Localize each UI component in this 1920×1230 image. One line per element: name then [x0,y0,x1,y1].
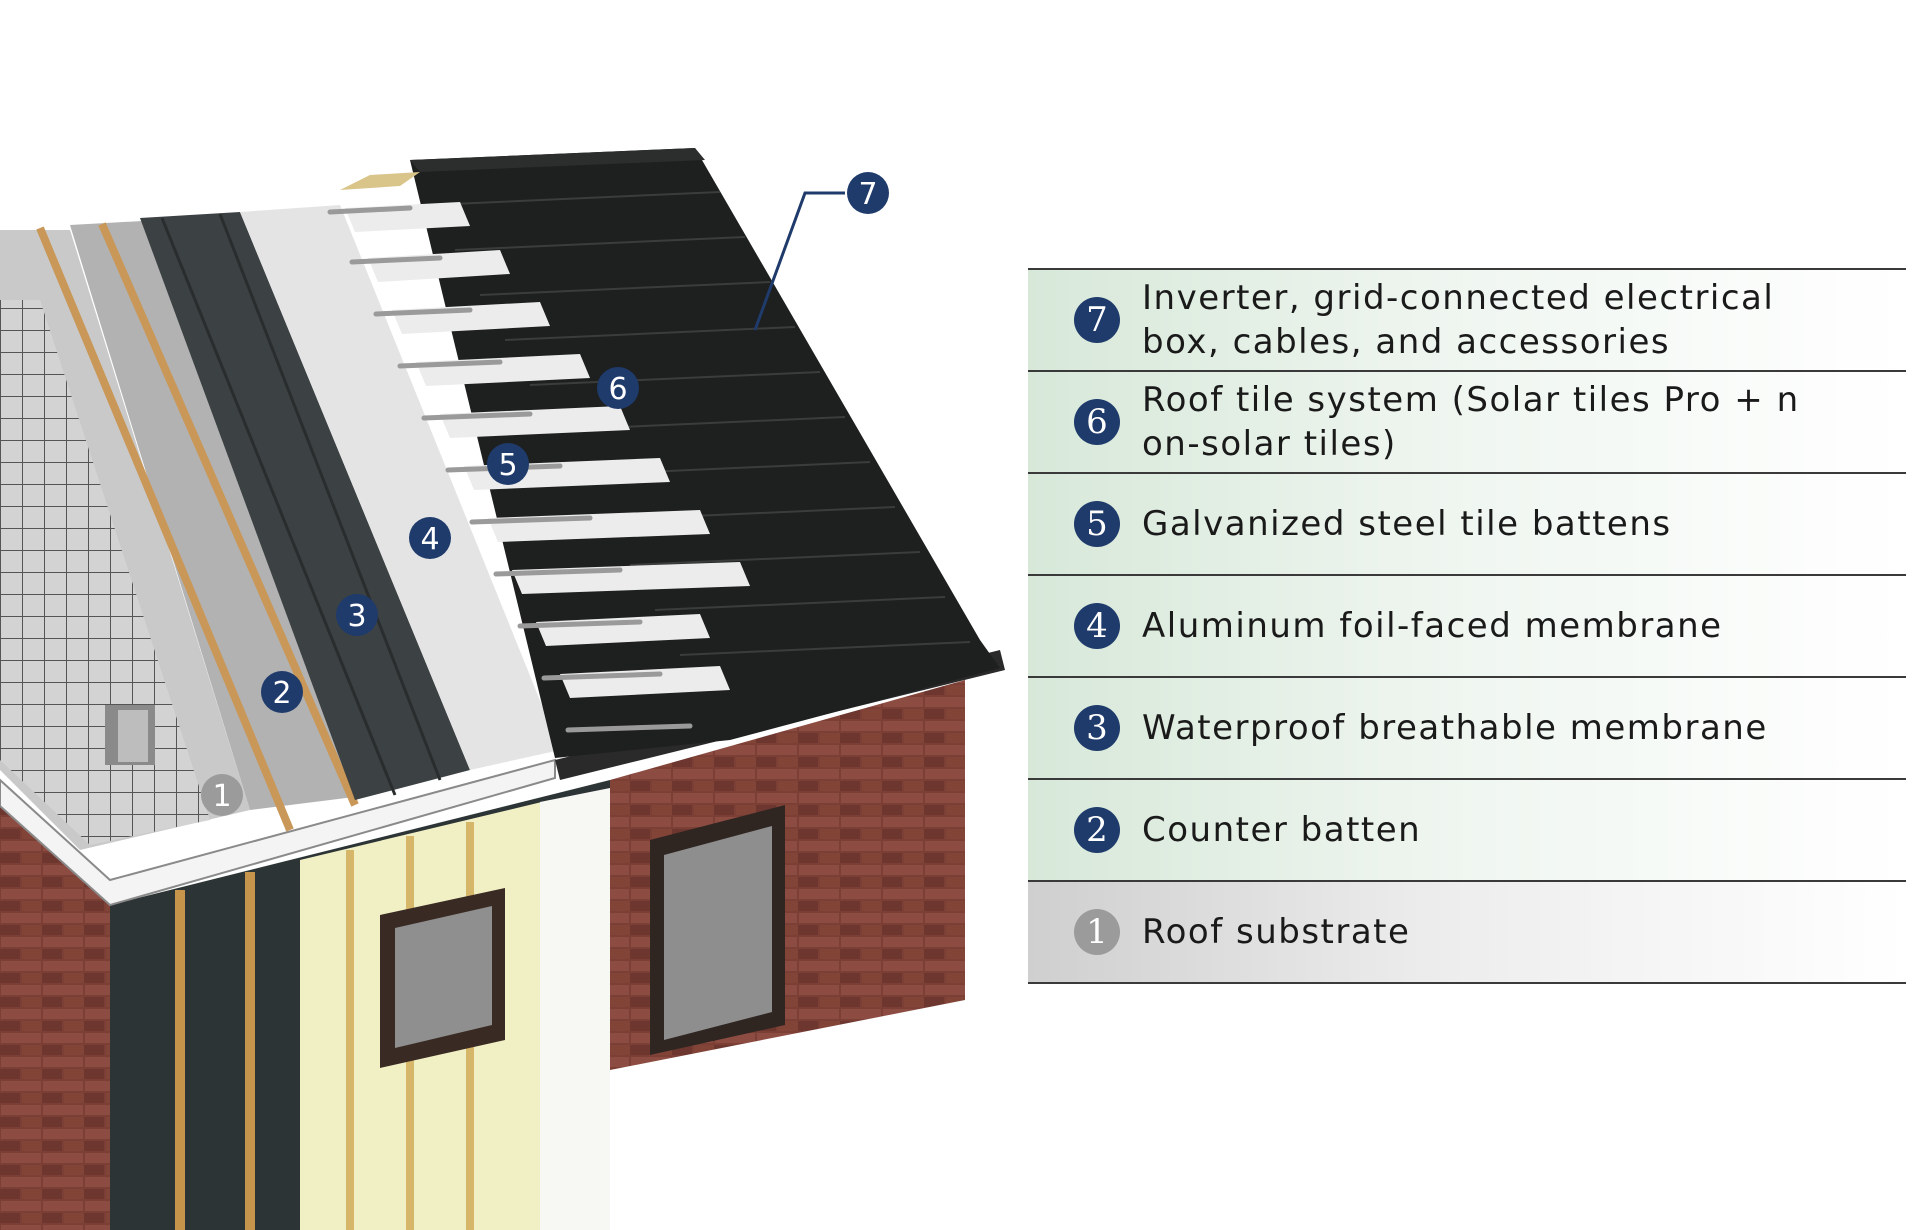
legend-label-3: Waterproof breathable membrane [1142,708,1768,748]
roof-counter-batten-layer [36,220,370,832]
diagram-marker-7-label: 7 [858,177,877,212]
diagram-marker-3: 3 [336,594,378,636]
right-brick-wall [610,680,965,1070]
diagram-marker-2-label: 2 [272,676,291,711]
diagram-marker-5: 5 [487,443,529,485]
legend-row-5: 5 Galvanized steel tile battens [1028,472,1906,574]
legend-label-5: Galvanized steel tile battens [1142,504,1672,544]
legend-badge-7: 7 [1074,297,1120,343]
legend-badge-5: 5 [1074,501,1120,547]
roof-tile-layer [340,148,1000,758]
legend-label-6: Roof tile system (Solar tiles Pro + n on… [1142,380,1800,464]
diagram-marker-7: 7 [847,172,889,214]
diagram-marker-6: 6 [597,367,639,409]
diagram-marker-4-label: 4 [420,522,439,557]
legend-label-1: Roof substrate [1142,912,1411,952]
legend-label-7: Inverter, grid-connected electrical box,… [1142,278,1775,362]
legend-badge-6: 6 [1074,399,1120,445]
diagram-marker-1-label: 1 [212,779,231,814]
legend-badge-1: 1 [1074,909,1120,955]
legend-badge-2: 2 [1074,807,1120,853]
roof-substrate-layer [0,230,250,850]
legend-label-2: Counter batten [1142,810,1422,850]
diagram-marker-3-label: 3 [347,599,366,634]
legend-label-4: Aluminum foil-faced membrane [1142,606,1723,646]
legend-row-4: 4 Aluminum foil-faced membrane [1028,574,1906,676]
diagram-marker-4: 4 [409,517,451,559]
legend-row-1: 1 Roof substrate [1028,880,1906,984]
roof-foil-membrane-layer [240,205,560,770]
legend-badge-3: 3 [1074,705,1120,751]
diagram-marker-2: 2 [261,671,303,713]
front-wall-layers [110,780,610,1230]
legend-row-6: 6 Roof tile system (Solar tiles Pro + n … [1028,370,1906,472]
layer-legend: 7 Inverter, grid-connected electrical bo… [1028,268,1906,984]
legend-badge-4: 4 [1074,603,1120,649]
legend-row-7: 7 Inverter, grid-connected electrical bo… [1028,268,1906,370]
legend-row-2: 2 Counter batten [1028,778,1906,880]
diagram-marker-5-label: 5 [498,448,517,483]
left-brick-wall [0,800,110,1230]
leader-line-7 [753,191,845,331]
diagram-marker-6-label: 6 [608,372,627,407]
roof-batten-layer [327,202,750,733]
house-illustration: 7 6 5 4 3 2 1 [0,148,1005,1230]
legend-row-3: 3 Waterproof breathable membrane [1028,676,1906,778]
roof-breathable-membrane-layer [140,212,470,800]
diagram-marker-1: 1 [201,774,243,816]
